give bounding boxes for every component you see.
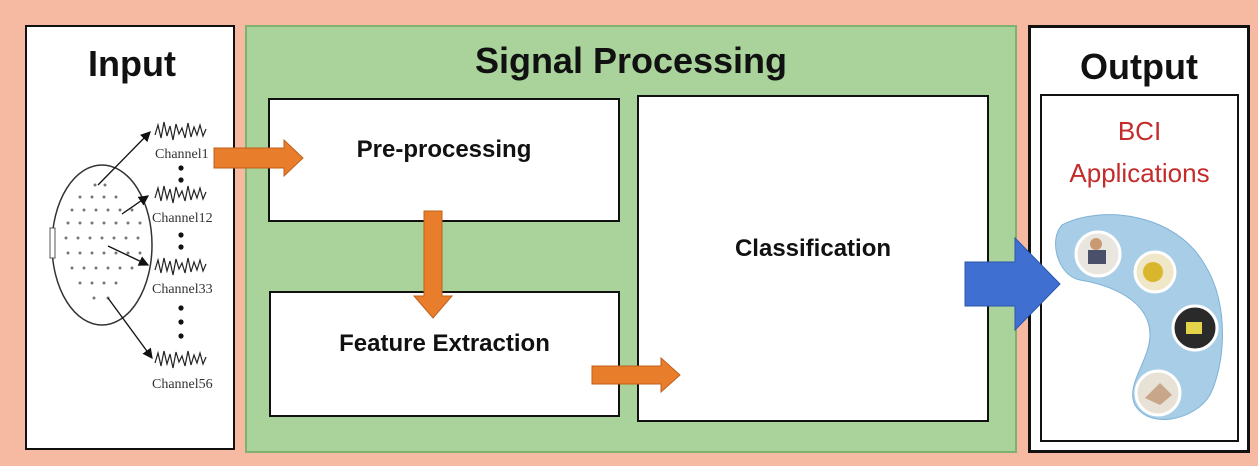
flow-arrows (213, 138, 681, 394)
classification-label: Classification (734, 235, 892, 262)
channel-label: Channel56 (152, 377, 213, 392)
channel-ellipsis-dots (178, 165, 184, 339)
preprocessing-label: Pre-processing (356, 136, 532, 163)
bci-applications-illustration (1055, 214, 1223, 420)
classification-to-output-arrow (964, 236, 1061, 332)
input-title: Input (88, 43, 176, 84)
channel-label: Channel33 (152, 282, 213, 297)
bci-line2: Applications (1069, 158, 1210, 188)
preprocessing-to-feature-arrow (412, 210, 454, 319)
signal-processing-title: Signal Processing (474, 40, 788, 81)
feature-extraction-box: Feature Extraction (269, 291, 620, 417)
classification-box: Classification (637, 95, 989, 422)
channel-labels: Channel1 Channel12 Channel33 Channel56 (152, 147, 213, 392)
input-to-preprocessing-arrow (213, 138, 304, 178)
bci-applications-label: BCI Applications (1040, 110, 1239, 194)
head-electrode-map-icon (49, 164, 153, 326)
feature-to-classification-arrow (591, 356, 681, 394)
eeg-wave-icon (154, 121, 207, 369)
bci-line1: BCI (1117, 116, 1162, 146)
channel-connector-arrows (97, 131, 153, 360)
feature-extraction-label: Feature Extraction (339, 330, 550, 357)
channel-label: Channel12 (152, 211, 213, 226)
output-title: Output (1080, 46, 1198, 87)
channel-label: Channel1 (155, 147, 209, 162)
